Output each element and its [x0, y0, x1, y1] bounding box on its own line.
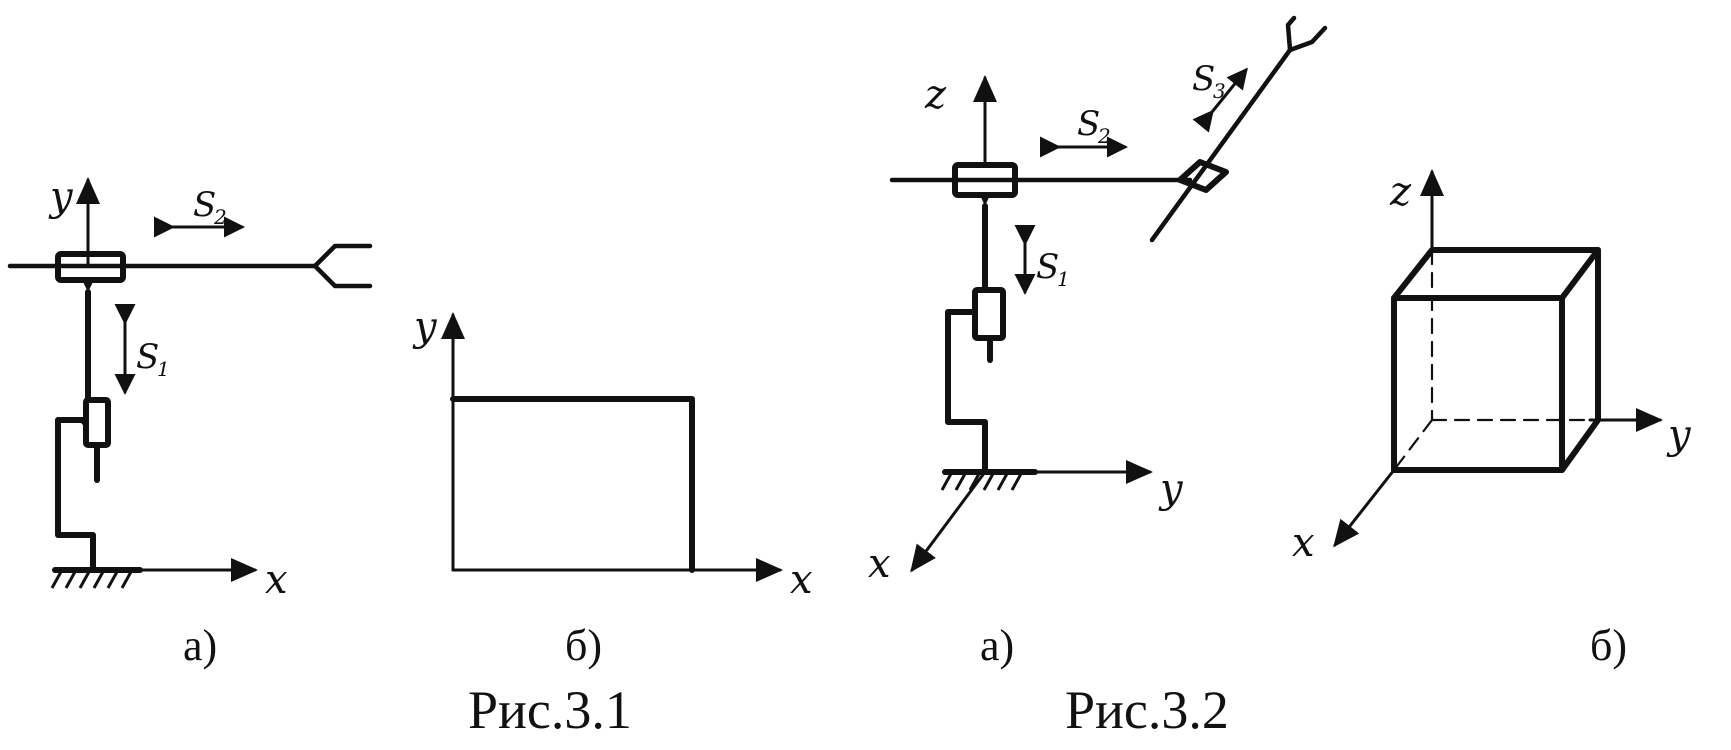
s2-subscript: 2 [1097, 124, 1111, 148]
s3-symbol: S [1192, 59, 1215, 99]
z-axis-label: z [1389, 169, 1412, 215]
gripper-right-jaw [1287, 25, 1328, 53]
x-axis-label: x [868, 541, 891, 587]
fig-3-1-b-workspace: y x [412, 304, 813, 603]
column-slider [972, 287, 1006, 341]
z-axis-label: z [924, 72, 947, 118]
workspace-rectangle [450, 396, 695, 573]
y-axis-label: y [48, 174, 74, 220]
ground-hatch [50, 569, 134, 589]
s3-motion-arrow [1192, 67, 1248, 133]
base-frame [945, 309, 988, 473]
s1-subscript: 1 [157, 357, 170, 381]
cube-front-face [1391, 295, 1565, 473]
s2-subscript: 2 [213, 205, 227, 229]
fig-3-2-title: Рис.3.2 [1065, 680, 1229, 740]
x-axis-label: x [265, 557, 288, 603]
x-axis-arrow [910, 470, 987, 573]
fig-3-1-title: Рис.3.1 [468, 680, 632, 740]
fig-3-2-b-workspace: z y x [1292, 169, 1692, 566]
diagonal-arm [1149, 47, 1293, 243]
gripper-left-jaw [1285, 15, 1297, 53]
y-axis-label: y [412, 304, 438, 350]
fig-3-2-b-caption: б) [1590, 621, 1627, 670]
cube-top-face [1391, 247, 1601, 301]
cube-hidden-depth-edge [1392, 418, 1434, 472]
s3-subscript: 3 [1213, 79, 1226, 103]
base-frame [55, 417, 96, 571]
y-axis-label: y [1666, 412, 1692, 458]
y-axis-label: y [1158, 466, 1184, 512]
x-axis-arrow [1333, 468, 1396, 548]
carriage-joint [980, 195, 990, 206]
fig-3-1-a-robot: y x S 1 S 2 [7, 174, 373, 603]
fig-3-1-b-caption: б) [565, 621, 602, 670]
s2-symbol: S [1077, 104, 1100, 144]
x-axis-label: x [1292, 520, 1315, 566]
fig-3-2-a-caption: а) [980, 621, 1014, 670]
carriage-joint [82, 280, 94, 292]
column-slider [83, 397, 111, 448]
fig-3-2-a-robot: z y x S 1 [868, 15, 1328, 587]
s1-symbol: S [136, 337, 159, 377]
s1-symbol: S [1036, 247, 1059, 287]
ground-hatch [940, 471, 1024, 491]
gripper-lower-jaw [312, 263, 373, 289]
gripper-upper-jaw [312, 243, 373, 269]
slider-joint [79, 414, 86, 428]
s2-symbol: S [193, 185, 216, 225]
cube-right-face [1559, 247, 1601, 473]
fig-3-1-a-caption: а) [183, 621, 217, 670]
wrist-block [1177, 159, 1229, 193]
x-axis-label: x [790, 557, 813, 603]
s1-subscript: 1 [1057, 267, 1070, 291]
